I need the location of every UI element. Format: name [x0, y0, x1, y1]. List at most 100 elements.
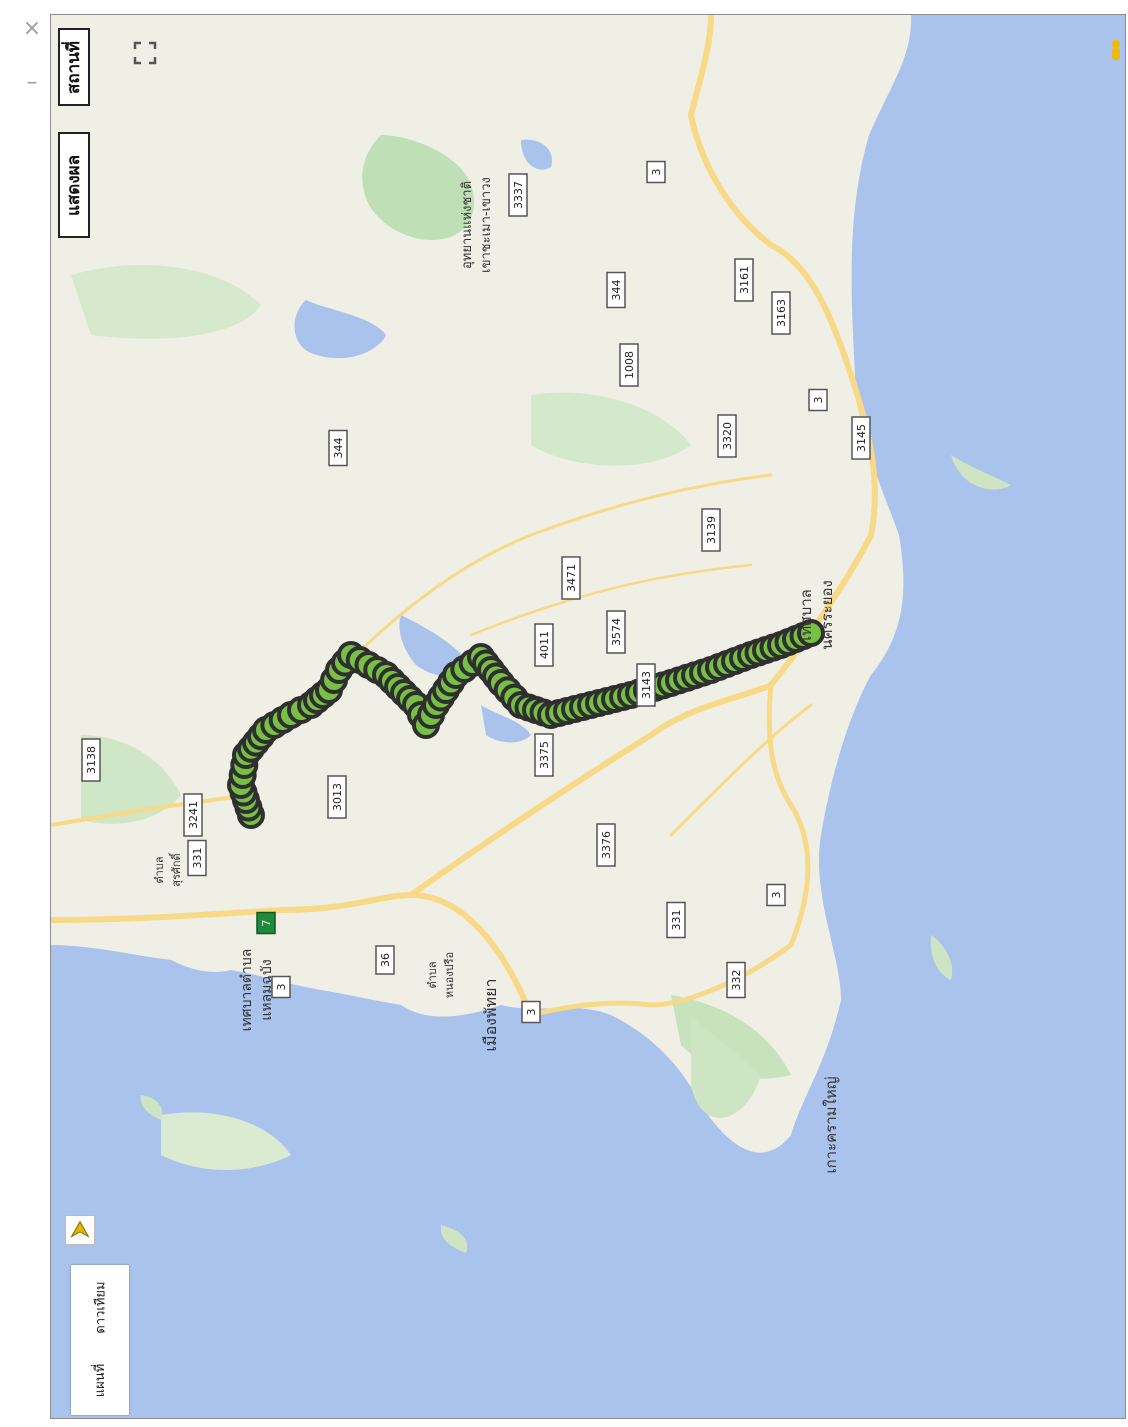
road-shield: 3337 [508, 173, 528, 217]
road-number: 344 [610, 280, 623, 301]
places-button[interactable]: สถานที่ [58, 28, 90, 106]
road-shield: 3574 [606, 610, 626, 654]
place-label: ตำบล หนองปรือ [426, 952, 456, 998]
road-shield: 3138 [81, 738, 101, 782]
place-labels: เทศบาลตำบลแหลมฉบังตำบลสุรศักดิ์ตำบลหนองป… [153, 177, 840, 1173]
island [140, 1095, 163, 1120]
map-type-satellite-label: ดาวเทียม [92, 1281, 108, 1334]
road-shield: 344 [328, 429, 348, 467]
road-number: 3 [770, 892, 783, 899]
road-secondary [669, 703, 813, 837]
track-marker [797, 619, 825, 647]
road-shield: 3139 [701, 508, 721, 552]
park-area [71, 265, 261, 339]
display-label: แสดงผล [64, 154, 84, 216]
road-shield: 7 [256, 911, 276, 935]
place-label-text: หนองปรือ [443, 952, 456, 998]
island [691, 1015, 761, 1118]
place-label: เทศบาลตำบลแหลมฉบัง [239, 949, 275, 1032]
road-shield: 3143 [636, 663, 656, 707]
road-highway-3-east [688, 15, 878, 688]
lake [521, 139, 552, 170]
road-number: 3013 [331, 783, 344, 811]
road-number: 3 [275, 984, 288, 991]
street-view-pegman-icon[interactable] [1109, 39, 1123, 61]
place-label-text: ตำบล [426, 961, 439, 988]
map-type-satellite[interactable]: ดาวเทียม [71, 1270, 129, 1345]
road-shield: 331 [187, 839, 207, 877]
road-number: 3574 [610, 618, 623, 646]
place-label-text: สุรศักดิ์ [168, 852, 183, 887]
road-number: 3 [525, 1009, 538, 1016]
road-number: 3143 [640, 671, 653, 699]
park-area [531, 392, 691, 466]
lake [294, 300, 386, 359]
road-number: 3163 [775, 299, 788, 327]
map-type-control: แผนที่ ดาวเทียม [71, 1265, 129, 1415]
road-secondary [469, 563, 753, 637]
road-highway-7 [51, 793, 253, 827]
road-highway-3-south [528, 682, 811, 1018]
land-mass [51, 15, 912, 1153]
road-shield: 4011 [534, 623, 554, 667]
place-label: ตำบลสุรศักดิ์ [153, 852, 183, 887]
place-label-text: เขาชะเมา-เขาวง [479, 177, 494, 273]
place-label: เทศบาลนครระยอง [797, 580, 836, 650]
park-area [362, 135, 475, 240]
road-number: 3320 [721, 422, 734, 450]
map-canvas[interactable]: 3367333132413138301334433763375331332331… [51, 15, 1125, 1418]
park-area [161, 1112, 291, 1170]
island [930, 935, 953, 980]
road-number: 332 [730, 970, 743, 991]
road-number: 36 [379, 953, 392, 967]
road-shield: 3471 [561, 556, 581, 600]
road-shield: 3 [271, 975, 291, 999]
road-shield: 3163 [771, 291, 791, 335]
road-number: 344 [332, 438, 345, 459]
map-type-map[interactable]: แผนที่ [71, 1345, 129, 1415]
road-number: 3376 [600, 831, 613, 859]
park-area [81, 735, 181, 824]
road-number: 3 [650, 169, 663, 176]
road-shield: 3145 [851, 416, 871, 460]
road-shield: 344 [606, 271, 626, 309]
road-number: 331 [191, 848, 204, 869]
road-shield: 3013 [327, 775, 347, 819]
places-label: สถานที่ [64, 40, 84, 94]
road-shield: 36 [375, 945, 395, 975]
road-shield: 3375 [534, 733, 554, 777]
road-number: 3337 [512, 181, 525, 209]
island [440, 1225, 468, 1253]
compass-icon[interactable] [65, 1215, 95, 1245]
place-label-text: เมืองพัทยา [481, 979, 500, 1052]
road-number: 3161 [738, 266, 751, 294]
place-label: เกาะครามใหญ่ [822, 1076, 840, 1173]
minimize-icon[interactable]: – [26, 70, 38, 95]
road-number: 331 [670, 910, 683, 931]
road-number: 3471 [565, 564, 578, 592]
road-number: 3138 [85, 746, 98, 774]
road-shield: 3 [646, 160, 666, 184]
road-shield: 332 [726, 961, 746, 999]
place-label-text: ตำบล [153, 856, 166, 883]
road-number: 4011 [538, 631, 551, 659]
close-icon[interactable]: × [22, 16, 42, 41]
road-shields: 3367333132413138301334433763375331332331… [81, 160, 871, 1024]
road-shield: 1008 [619, 343, 639, 387]
place-label: อุทยานแห่งชาติเขาชะเมา-เขาวง [460, 177, 494, 273]
road-number: 3241 [187, 801, 200, 829]
place-label-text: เกาะครามใหญ่ [822, 1076, 840, 1173]
road-shield: 3 [808, 388, 828, 412]
road-number: 3139 [705, 516, 718, 544]
place-label-text: เทศบาล [797, 589, 815, 641]
road-shield: 331 [666, 901, 686, 939]
road-shield: 3 [521, 1000, 541, 1024]
road-shield: 3 [766, 883, 786, 907]
road-shield: 3241 [183, 793, 203, 837]
fullscreen-icon[interactable] [133, 41, 157, 65]
place-label-text: แหลมฉบัง [259, 959, 275, 1020]
road-number: 3 [812, 397, 825, 404]
display-button[interactable]: แสดงผล [58, 132, 90, 238]
road-number: 3375 [538, 741, 551, 769]
